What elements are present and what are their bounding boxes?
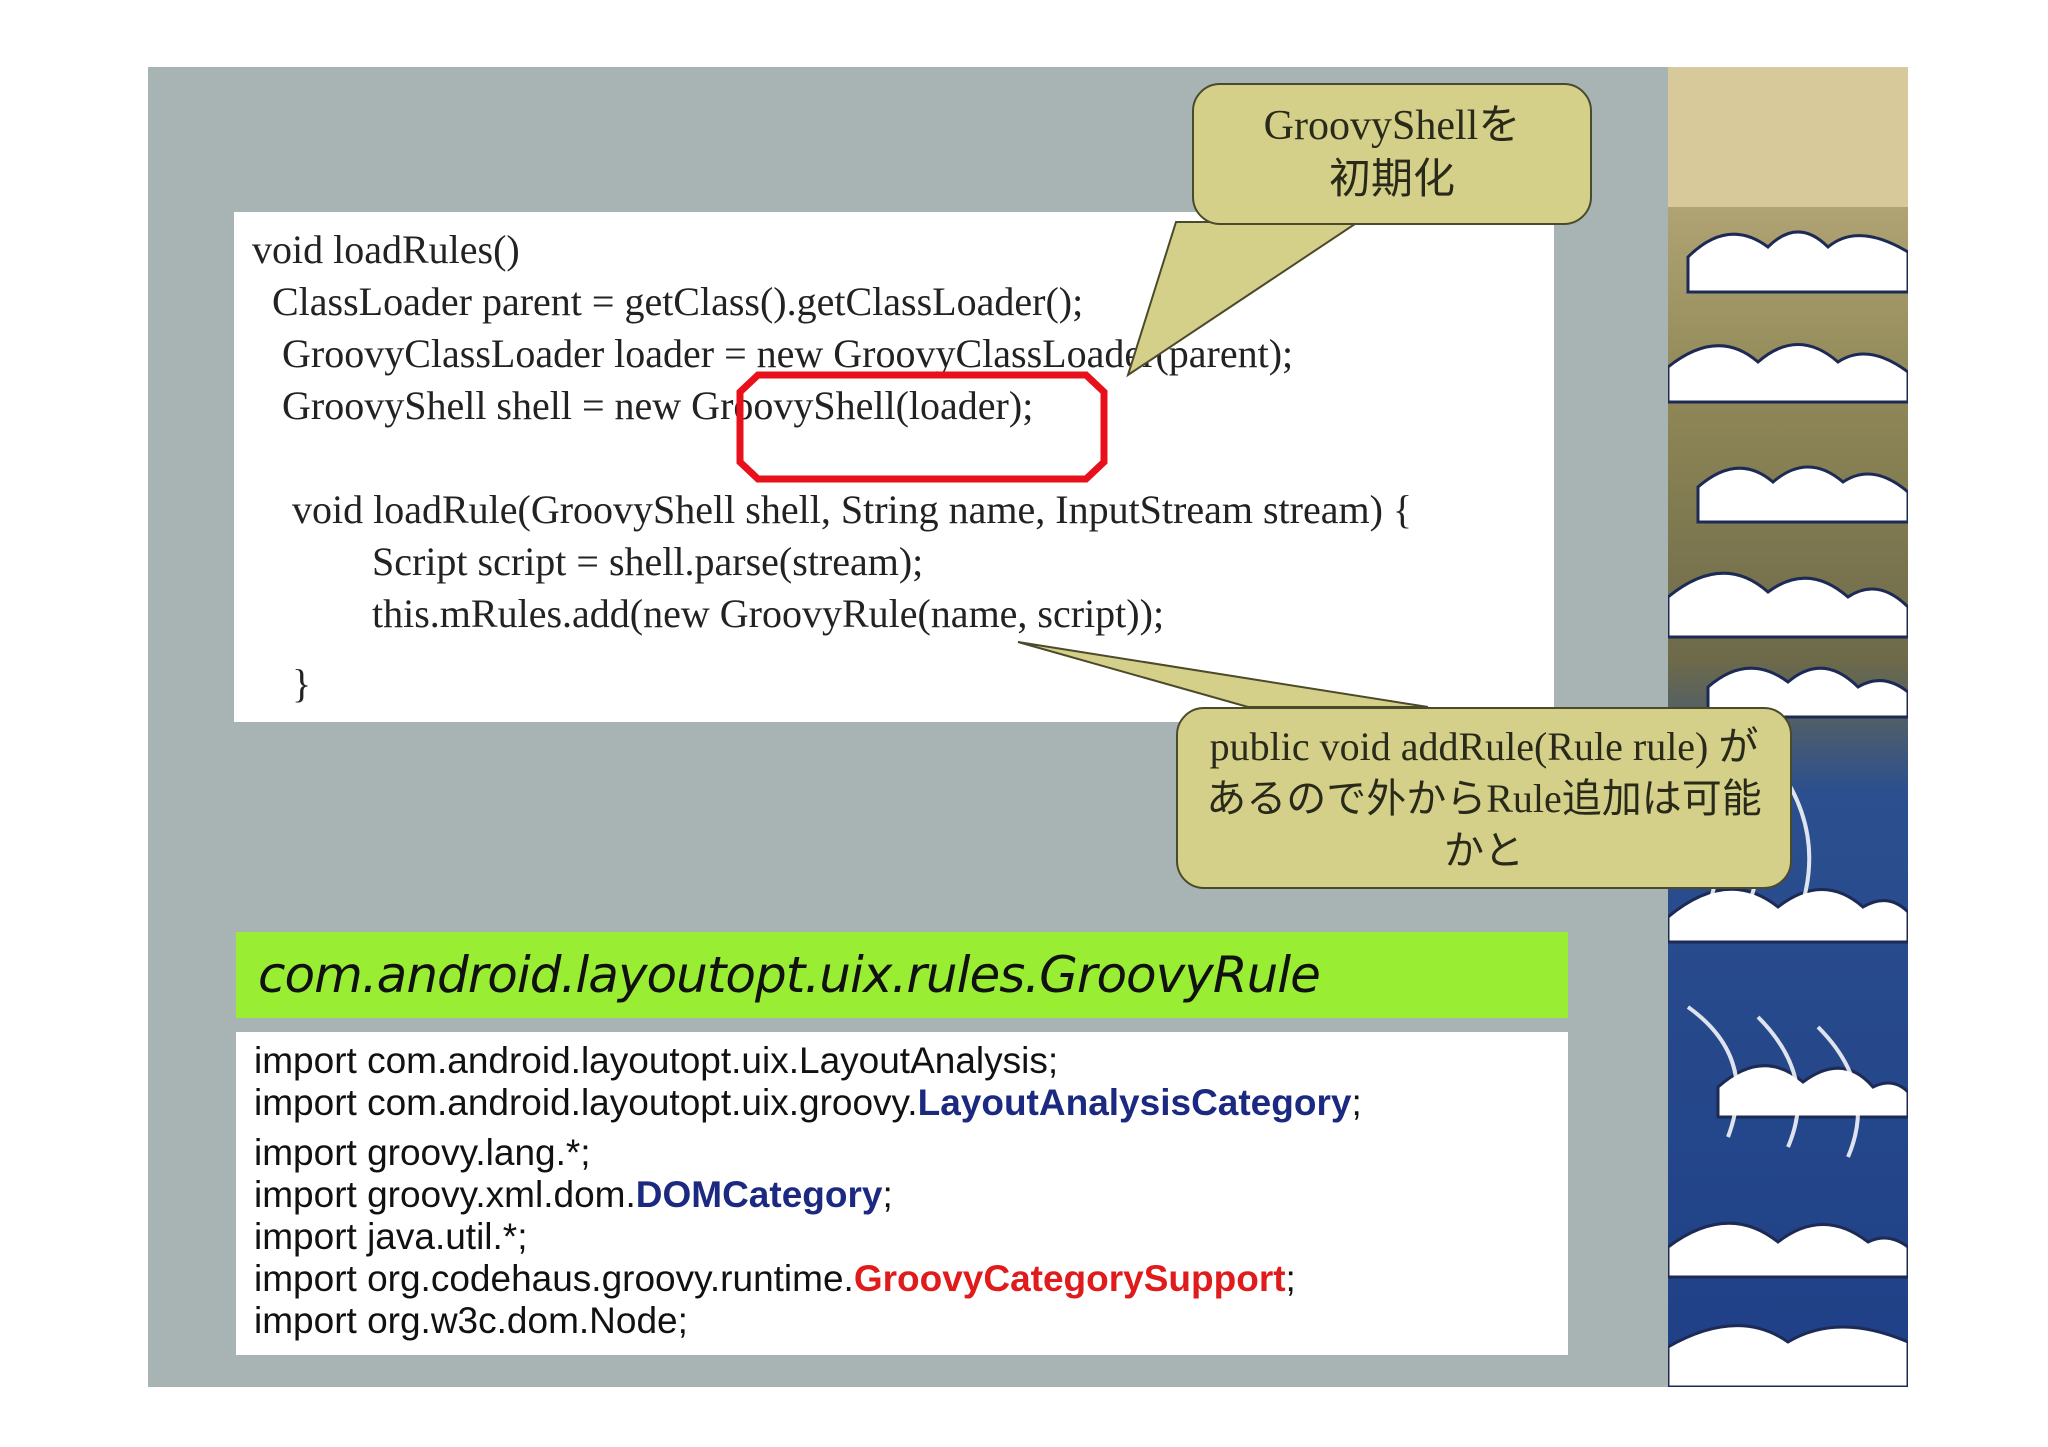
callout-bottom-line2: あるので外からRule追加は可能 [1206,776,1762,821]
code-line: void loadRules() [252,227,520,272]
code-line: GroovyClassLoader loader = new GroovyCla… [252,331,1294,376]
emphasized-class-name: GroovyCategorySupport [853,1258,1286,1299]
import-line: import org.codehaus.groovy.runtime.Groov… [254,1258,1296,1299]
class-banner-title: com.android.layoutopt.uix.rules.GroovyRu… [258,946,1321,1004]
slide: void loadRules() ClassLoader parent = ge… [148,67,1908,1387]
import-line: import groovy.lang.*; [254,1132,591,1173]
code-line: this.mRules.add(new GroovyRule(name, scr… [252,591,1165,636]
import-line: import groovy.xml.dom.DOMCategory; [254,1174,893,1215]
code-line: ClassLoader parent = getClass().getClass… [252,279,1084,324]
callout-top-line1: GroovyShellを [1263,103,1521,149]
import-line: import java.util.*; [254,1216,528,1257]
import-line: import org.w3c.dom.Node; [254,1300,688,1341]
import-line: import com.android.layoutopt.uix.groovy.… [254,1082,1362,1123]
code-line: } [252,661,312,706]
code-line: Script script = shell.parse(stream); [252,539,924,584]
wave-decoration-image [1668,67,1908,1387]
callout-bottom: public void addRule(Rule rule) が あるので外から… [1176,707,1792,889]
imports-block: import com.android.layoutopt.uix.LayoutA… [236,1032,1568,1355]
code-block: void loadRules() ClassLoader parent = ge… [234,212,1554,722]
callout-top-line2: 初期化 [1328,157,1455,203]
class-banner: com.android.layoutopt.uix.rules.GroovyRu… [236,932,1568,1018]
emphasized-class-name: DOMCategory [635,1174,883,1215]
callout-top: GroovyShellを 初期化 [1192,83,1592,225]
code-line: void loadRule(GroovyShell shell, String … [252,487,1413,532]
code-line: GroovyShell shell = new GroovyShell(load… [252,383,1034,428]
callout-bottom-line1: public void addRule(Rule rule) が [1209,724,1759,769]
callout-bottom-line3: かと [1444,828,1524,873]
emphasized-class-name: LayoutAnalysisCategory [917,1082,1352,1123]
import-line: import com.android.layoutopt.uix.LayoutA… [254,1040,1059,1081]
